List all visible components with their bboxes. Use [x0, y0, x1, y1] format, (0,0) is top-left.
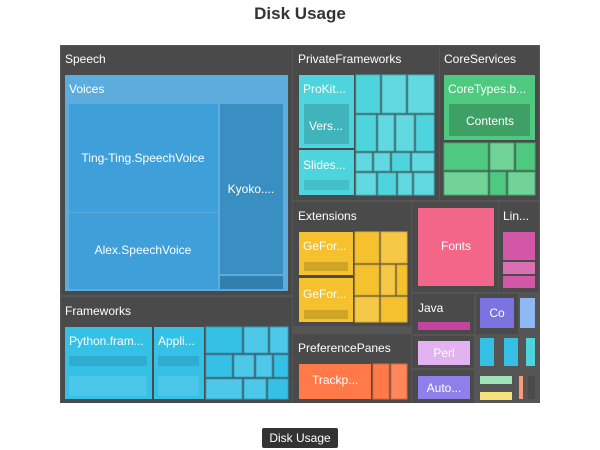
cell-private-small[interactable]	[395, 114, 415, 152]
cell-frameworks-small[interactable]	[205, 326, 243, 354]
cell-private-small[interactable]	[377, 172, 397, 196]
cell-frameworks-small[interactable]	[267, 378, 289, 400]
group-label-extensions: Extensions	[298, 209, 357, 223]
cell-extensions-small[interactable]	[396, 264, 408, 296]
cell-pref-small-1[interactable]	[372, 363, 390, 400]
cell-core-small[interactable]	[443, 142, 489, 171]
cell-extensions-small[interactable]	[380, 264, 396, 296]
group-label-private-frameworks: PrivateFrameworks	[298, 52, 401, 66]
cell-frameworks-small[interactable]	[273, 354, 289, 378]
cell-core-small[interactable]	[489, 171, 507, 196]
cell-frameworks-small[interactable]	[205, 354, 233, 378]
cell-lin-3[interactable]	[503, 276, 535, 288]
cell-co[interactable]	[480, 298, 514, 328]
group-label-preference-panes: PreferencePanes	[298, 341, 391, 355]
cell-frameworks-small[interactable]	[269, 326, 289, 354]
cell-label-trackpad: Trackp...	[312, 373, 358, 387]
cell-perl[interactable]	[418, 341, 470, 365]
cell-core-small[interactable]	[507, 171, 536, 196]
cell-lin-1[interactable]	[503, 232, 535, 260]
cell-lin-2[interactable]	[503, 262, 535, 274]
cell-python-sub-2	[69, 376, 147, 396]
cell-kyoko[interactable]	[220, 104, 283, 274]
cell-private-small[interactable]	[415, 114, 435, 152]
cell-frameworks-small[interactable]	[243, 326, 269, 354]
cell-java[interactable]	[418, 322, 470, 330]
group-label-frameworks: Frameworks	[65, 304, 131, 318]
cell-frameworks-small[interactable]	[205, 378, 243, 400]
breadcrumb-button[interactable]: Disk Usage	[262, 428, 338, 448]
cell-misc-small[interactable]	[528, 376, 535, 399]
cell-extensions-small[interactable]	[354, 231, 380, 264]
cell-label-alex: Alex.SpeechVoice	[95, 243, 192, 257]
cell-label-versions: Vers...	[309, 119, 343, 133]
cell-private-small[interactable]	[381, 74, 407, 114]
cell-auto[interactable]	[418, 376, 470, 399]
cell-misc-small[interactable]	[480, 338, 494, 366]
cell-label-co: Co	[489, 306, 505, 320]
cell-core-small[interactable]	[443, 171, 489, 196]
cell-label-auto: Auto...	[427, 381, 462, 395]
group-label-core-services: CoreServices	[444, 52, 516, 66]
cell-frameworks-small[interactable]	[255, 354, 273, 378]
cell-python-sub	[69, 356, 147, 366]
cell-private-small[interactable]	[413, 172, 435, 196]
cell-private-small[interactable]	[377, 114, 395, 152]
cell-misc-small[interactable]	[480, 376, 512, 384]
cell-label-kyoko: Kyoko....	[228, 182, 275, 196]
cell-geforce-2-sub	[304, 310, 348, 319]
cell-frameworks-small[interactable]	[243, 378, 267, 400]
cell-misc-small[interactable]	[504, 338, 518, 366]
cell-versions[interactable]	[304, 104, 349, 144]
cell-appli-sub-2	[158, 376, 199, 396]
cell-core-small[interactable]	[515, 142, 536, 171]
cell-label-slides: Slides...	[303, 158, 346, 172]
cell-private-small[interactable]	[355, 74, 381, 114]
cell-private-small[interactable]	[355, 114, 377, 152]
cell-alex[interactable]	[69, 213, 218, 289]
cell-ting-ting[interactable]	[69, 104, 218, 212]
cell-label-fonts: Fonts	[441, 239, 471, 253]
cell-private-small[interactable]	[373, 152, 391, 172]
cell-core-small[interactable]	[489, 142, 515, 171]
cell-label-coretypes: CoreTypes.b...	[448, 82, 526, 96]
cell-label-geforce-2: GeFor...	[303, 287, 346, 301]
cell-misc-small[interactable]	[526, 338, 535, 366]
cell-trackpad[interactable]	[299, 364, 371, 399]
cell-private-small[interactable]	[407, 74, 435, 114]
group-label-lin: Lin...	[503, 209, 529, 223]
cell-private-small[interactable]	[355, 152, 373, 172]
cell-frameworks-small[interactable]	[233, 354, 255, 378]
cell-fonts[interactable]	[418, 208, 494, 286]
cell-label-python: Python.fram...	[69, 334, 144, 348]
cell-extensions-small[interactable]	[380, 296, 408, 323]
cell-appli-sub	[158, 356, 199, 366]
cell-label-contents: Contents	[466, 114, 514, 128]
cell-label-ting-ting: Ting-Ting.SpeechVoice	[81, 151, 205, 165]
cell-label-appli: Appli...	[158, 334, 195, 348]
group-label-voices: Voices	[69, 82, 104, 96]
group-label-java: Java	[418, 301, 444, 315]
cell-geforce-1-sub	[304, 262, 348, 271]
cell-misc-small[interactable]	[519, 376, 523, 399]
cell-label-prokit: ProKit...	[303, 82, 346, 96]
cell-private-small[interactable]	[355, 172, 377, 196]
group-label-speech: Speech	[65, 52, 106, 66]
chart-title: Disk Usage	[254, 4, 346, 23]
cell-contents[interactable]	[449, 104, 530, 136]
cell-extensions-small[interactable]	[354, 264, 380, 296]
cell-pref-small-2[interactable]	[390, 363, 408, 400]
cell-misc-small[interactable]	[480, 392, 512, 400]
cell-private-small[interactable]	[397, 172, 413, 196]
cell-voice-small[interactable]	[220, 276, 283, 289]
cell-label-perl: Perl	[433, 346, 454, 360]
cell-label-geforce-1: GeFor...	[303, 239, 346, 253]
cell-slides-sub	[304, 180, 349, 190]
cell-private-small[interactable]	[391, 152, 411, 172]
cell-co-side[interactable]	[520, 298, 535, 328]
cell-extensions-small[interactable]	[354, 296, 380, 323]
cell-extensions-small[interactable]	[380, 231, 408, 264]
cell-private-small[interactable]	[411, 152, 435, 172]
